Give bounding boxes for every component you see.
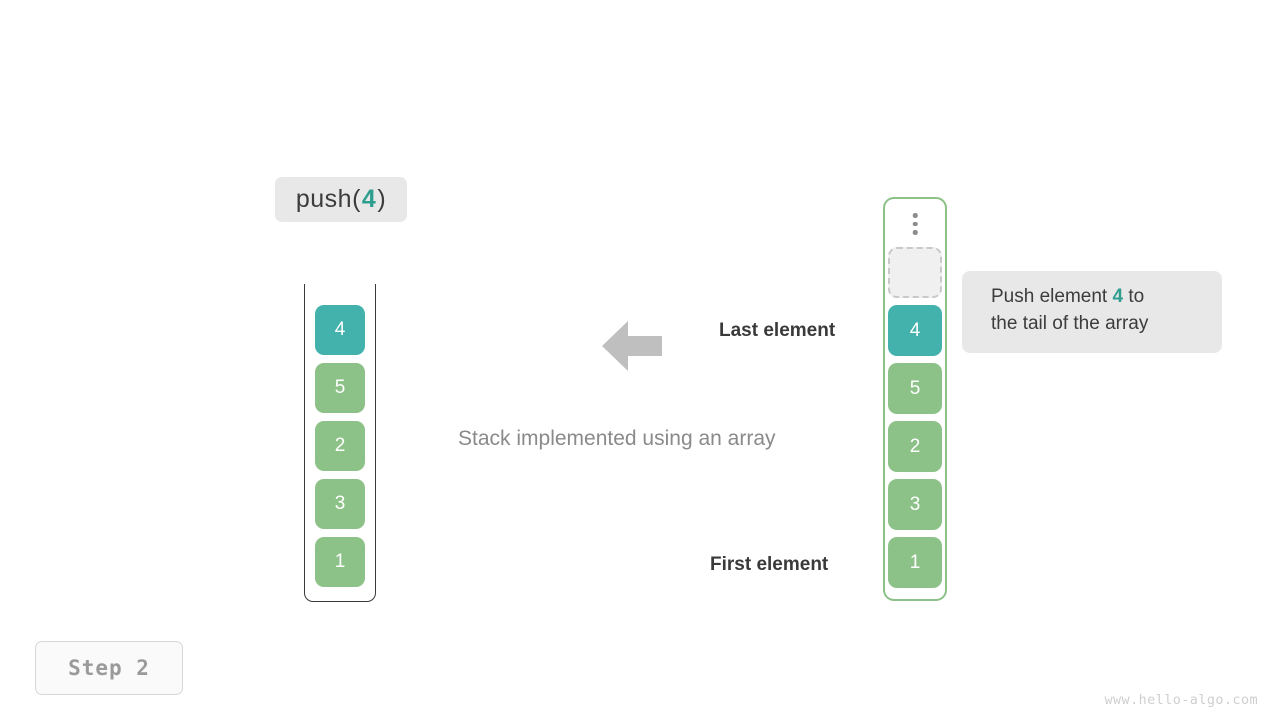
array-cell-empty: [888, 247, 942, 298]
dot: [912, 230, 918, 235]
array-cell-head: 1: [888, 537, 942, 588]
array-cell-list: 4 5 2 3 1: [888, 247, 942, 595]
array-visualization: 4 5 2 3 1: [883, 197, 947, 601]
step-badge: Step 2: [35, 641, 183, 695]
stack-frame: [304, 284, 376, 602]
note-box: Push element 4 to the tail of the array: [962, 271, 1222, 353]
dot: [912, 213, 918, 218]
dot: [912, 221, 918, 226]
note-text-after: to: [1123, 286, 1145, 307]
array-cell: 5: [888, 363, 942, 414]
operation-argument: 4: [361, 185, 377, 213]
stack-cell-top: 4: [315, 305, 365, 355]
vertical-dots-icon: [912, 213, 918, 235]
stack-cell: 3: [315, 479, 365, 529]
stack-cell-bottom: 1: [315, 537, 365, 587]
note-highlight-value: 4: [1112, 286, 1124, 307]
array-cell: 3: [888, 479, 942, 530]
stack-cell: 2: [315, 421, 365, 471]
stack-cell: 5: [315, 363, 365, 413]
stack-cell-list: 4 5 2 3 1: [315, 305, 365, 595]
operation-name: push(: [295, 185, 361, 213]
array-cell: 2: [888, 421, 942, 472]
operation-label: push(4): [275, 177, 407, 222]
array-cell-tail: 4: [888, 305, 942, 356]
watermark: www.hello-algo.com: [1104, 692, 1258, 708]
note-text-line2: the tail of the array: [991, 312, 1149, 334]
diagram-caption: Stack implemented using an array: [458, 427, 776, 450]
last-element-label: Last element: [719, 320, 836, 341]
arrow-left-icon: [602, 318, 662, 374]
operation-paren-close: ): [377, 185, 387, 213]
note-text-before: Push element: [991, 286, 1113, 307]
first-element-label: First element: [710, 554, 829, 575]
stack-visualization: 4 5 2 3 1: [304, 284, 376, 602]
